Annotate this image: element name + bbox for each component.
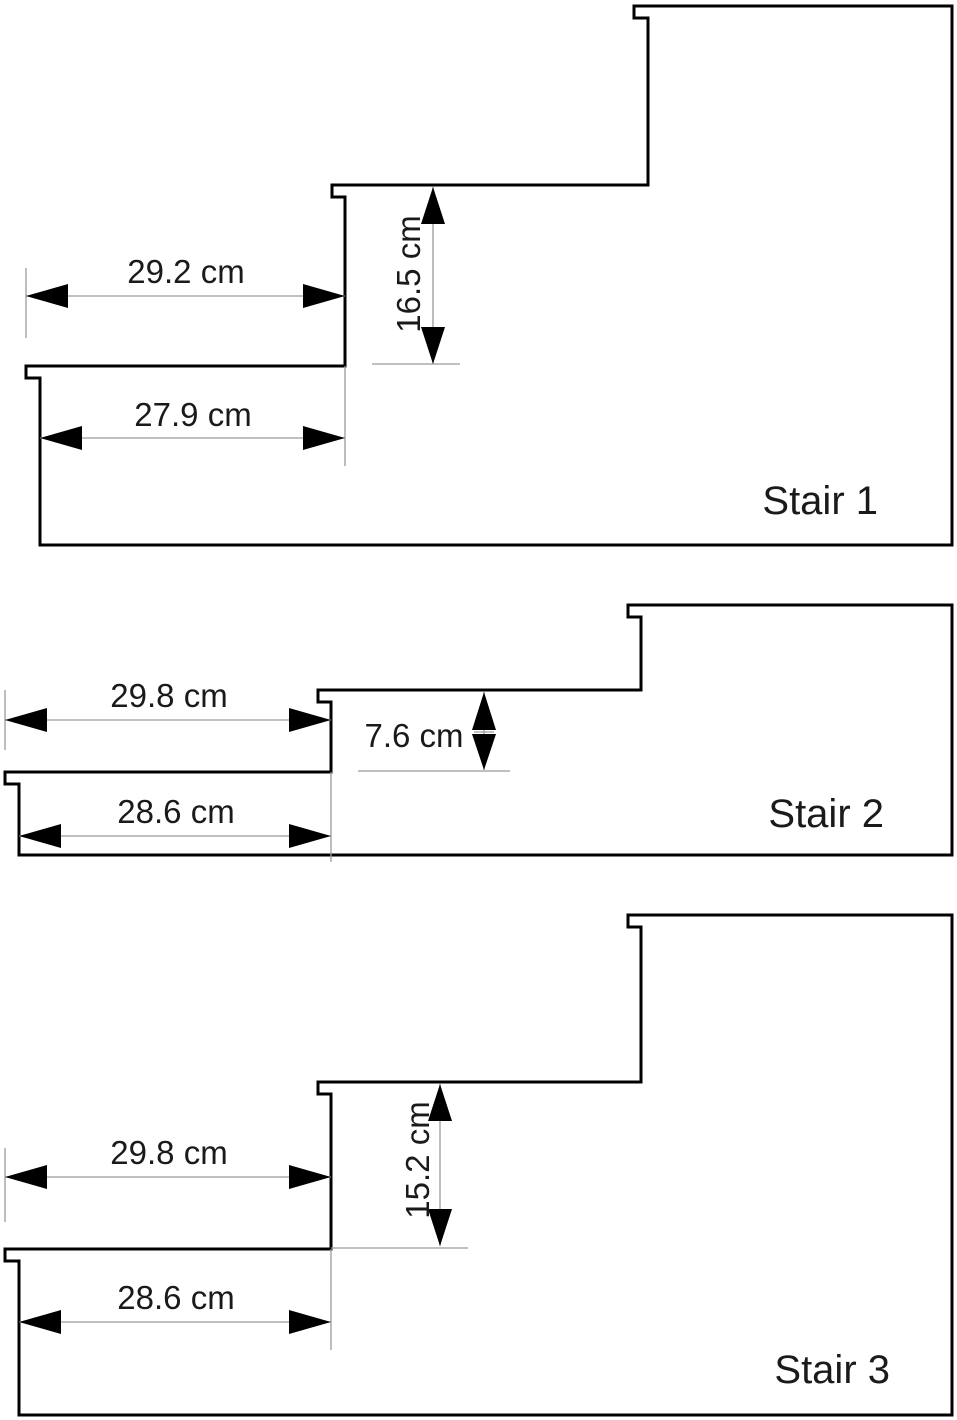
- stair-2-profile: [3, 603, 954, 857]
- stair-3-upper-tread-label: 29.8 cm: [110, 1134, 227, 1171]
- stair-2: 29.8 cm 28.6 cm 7.6 cm Stair 2: [3, 603, 954, 862]
- stair-3-title: Stair 3: [774, 1348, 890, 1392]
- stair-1: 29.2 cm 27.9 cm 16.5 cm Stair 1: [24, 4, 954, 547]
- stair-3-profile: [3, 913, 954, 1417]
- stair-2-upper-tread-label: 29.8 cm: [110, 677, 227, 714]
- stair-3-upper-tread-dimension: 29.8 cm: [5, 1134, 331, 1189]
- stair-1-profile: [24, 4, 954, 547]
- stair-2-riser-dimension: 7.6 cm: [364, 692, 496, 770]
- stair-3: 29.8 cm 28.6 cm 15.2 cm Stair 3: [3, 913, 954, 1417]
- stair-2-upper-tread-dimension: 29.8 cm: [5, 677, 331, 732]
- stair-3-lower-tread-dimension: 28.6 cm: [19, 1279, 331, 1334]
- stair-1-title: Stair 1: [762, 479, 878, 523]
- stair-3-riser-label: 15.2 cm: [399, 1101, 436, 1218]
- stair-3-riser-dimension: 15.2 cm: [399, 1084, 452, 1246]
- stair-2-lower-tread-label: 28.6 cm: [117, 793, 234, 830]
- stair-2-riser-label: 7.6 cm: [364, 717, 463, 754]
- stair-1-upper-tread-label: 29.2 cm: [127, 253, 244, 290]
- stair-1-lower-tread-dimension: 27.9 cm: [40, 396, 345, 450]
- stair-1-riser-label: 16.5 cm: [390, 215, 427, 332]
- stair-1-riser-dimension: 16.5 cm: [390, 187, 445, 364]
- stair-1-upper-tread-dimension: 29.2 cm: [26, 253, 345, 308]
- stair-1-lower-tread-label: 27.9 cm: [134, 396, 251, 433]
- stair-2-lower-tread-dimension: 28.6 cm: [19, 793, 331, 848]
- stair-2-title: Stair 2: [768, 792, 884, 836]
- stair-3-lower-tread-label: 28.6 cm: [117, 1279, 234, 1316]
